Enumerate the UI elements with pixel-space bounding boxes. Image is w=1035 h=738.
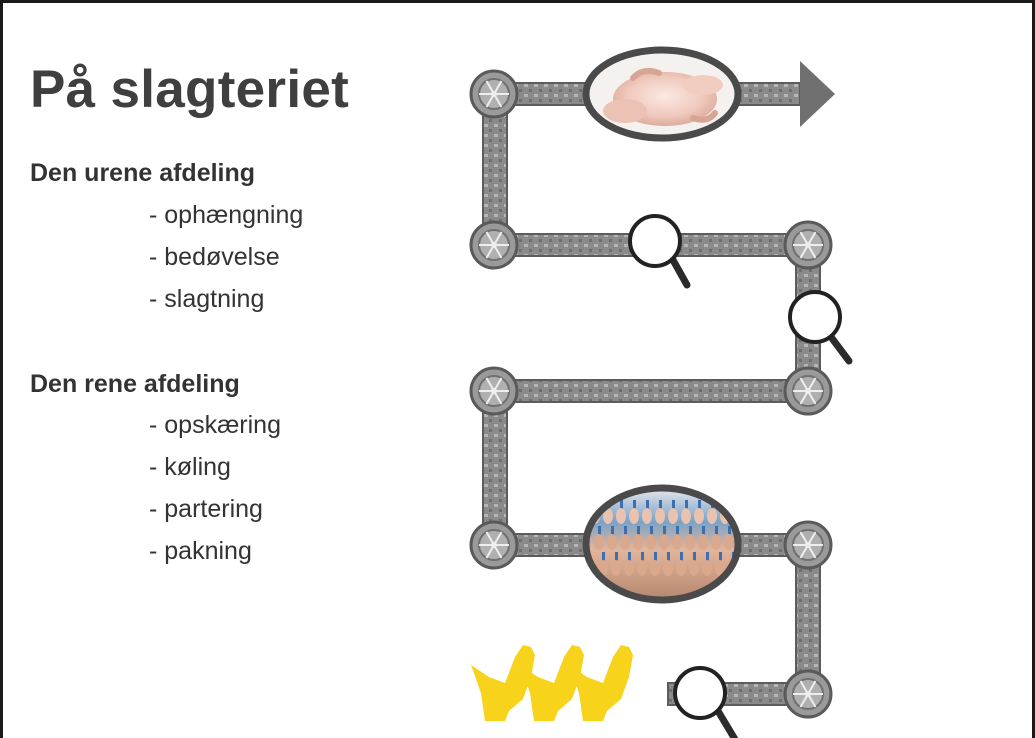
wheel-icon xyxy=(785,522,831,568)
wheel-icon xyxy=(785,222,831,268)
wheel-icon xyxy=(785,671,831,717)
yellow-chicken-silhouettes-icon xyxy=(471,645,633,721)
arrow-right-icon xyxy=(800,61,835,127)
wheel-icon xyxy=(785,368,831,414)
chicken-silhouette-icon xyxy=(471,645,535,721)
magnifier-icon xyxy=(630,216,687,285)
conveyor-diagram xyxy=(3,3,1035,738)
processing-line-photo xyxy=(586,488,751,600)
wheel-icon xyxy=(471,71,517,117)
wheel-icon xyxy=(471,368,517,414)
wheel-icon xyxy=(471,522,517,568)
conveyor-belt xyxy=(483,83,820,705)
wheel-icon xyxy=(471,222,517,268)
whole-plucked-chicken-photo xyxy=(586,50,738,138)
